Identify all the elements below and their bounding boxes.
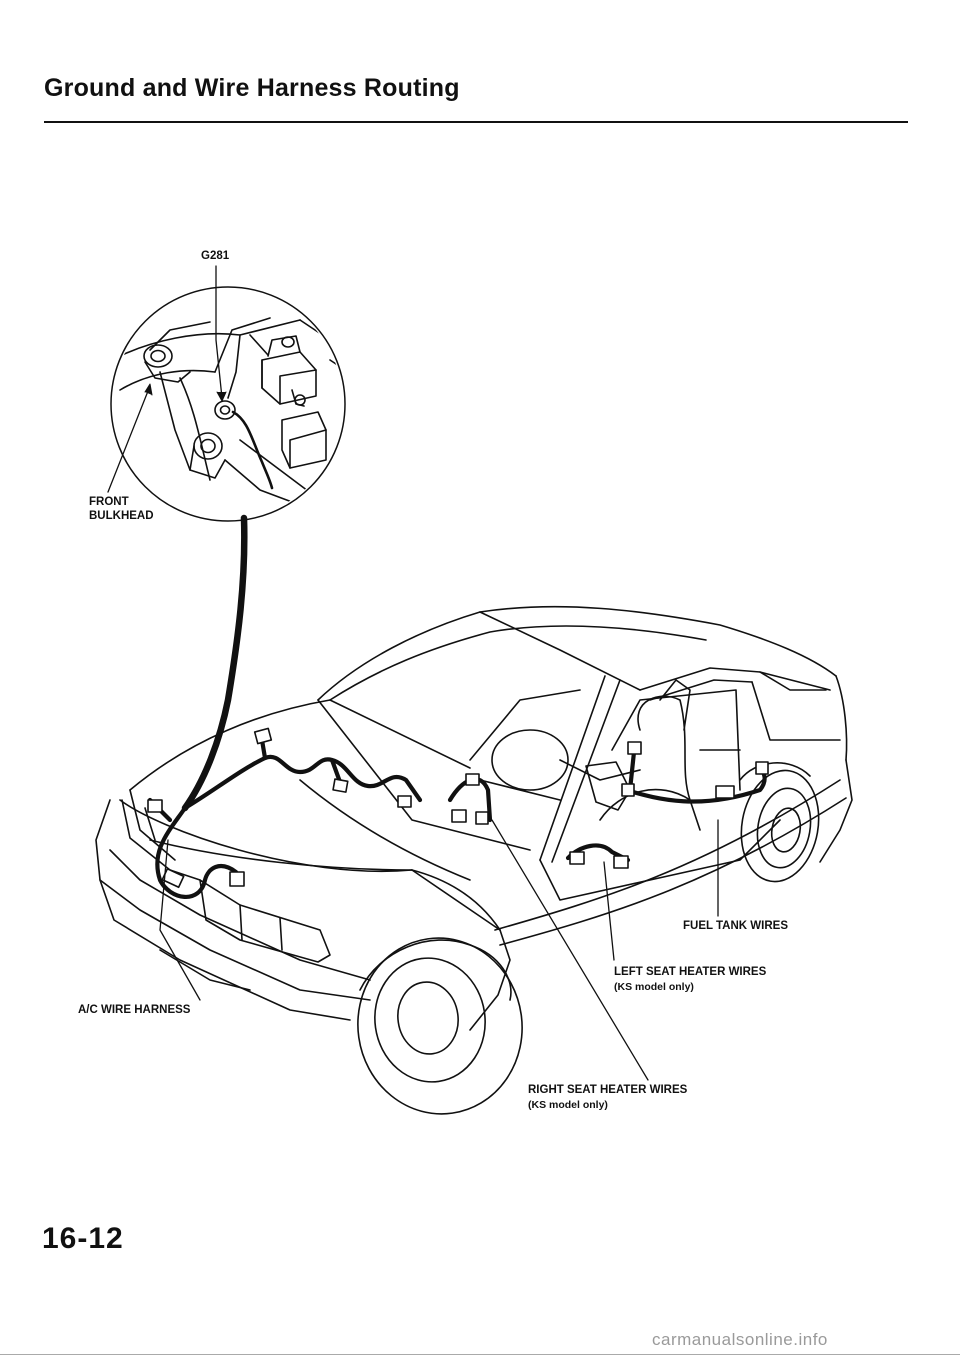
ac-wire-harness-label: A/C WIRE HARNESS (78, 1004, 191, 1016)
right-seat-heater-leader (491, 819, 649, 1081)
right-seat-heater-label: RIGHT SEAT HEATER WIRES (528, 1084, 688, 1096)
title-divider (44, 121, 908, 123)
footer-divider (0, 1354, 960, 1355)
left-seat-heater-label: LEFT SEAT HEATER WIRES (614, 966, 767, 978)
fuel-tank-wires-label: FUEL TANK WIRES (683, 920, 788, 932)
left-seat-heater-leader (603, 861, 615, 961)
ac-harness-leader (159, 839, 201, 1001)
connectors (147, 727, 769, 889)
g281-label: G281 (201, 250, 230, 262)
engine-bay-harness (182, 754, 423, 811)
detail-circle (110, 286, 346, 522)
page-number: 16-12 (42, 1222, 124, 1255)
page-title: Ground and Wire Harness Routing (44, 74, 460, 102)
right-seat-heater-note: (KS model only) (528, 1099, 608, 1111)
fuel-tank-wire (623, 765, 767, 804)
watermark: carmanualsonline.info (652, 1330, 828, 1349)
bulkhead-detail-drawing (113, 317, 343, 506)
front-bulkhead-label-line1: FRONT (89, 496, 129, 508)
g281-leader (215, 265, 223, 399)
ground-detail-inset (107, 265, 346, 522)
label-leaders (159, 819, 719, 1081)
front-bulkhead-label-line2: BULKHEAD (89, 510, 154, 522)
front-bulkhead-leader (107, 385, 151, 493)
ac-harness-wire (155, 805, 239, 899)
left-seat-heater-note: (KS model only) (614, 981, 694, 993)
main-harness-trunk (181, 514, 248, 812)
car-body (95, 605, 853, 1115)
